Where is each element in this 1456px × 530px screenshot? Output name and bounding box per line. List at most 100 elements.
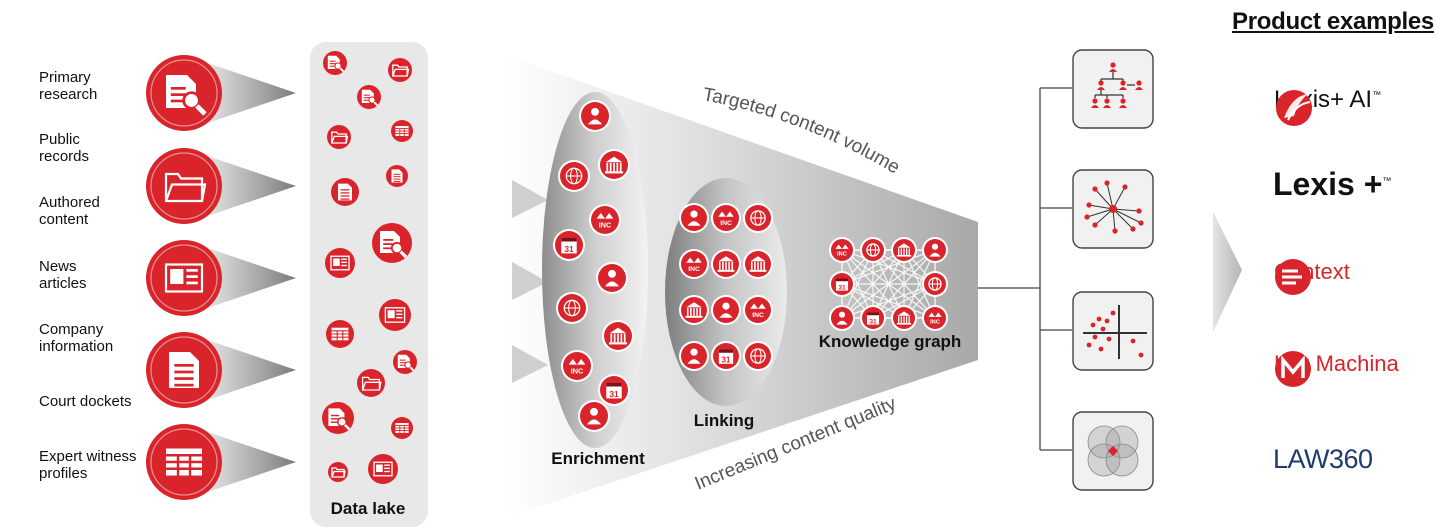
linking-person-icon: [679, 203, 709, 233]
knowledge-graph-bank-icon: [891, 237, 917, 263]
label-line: information: [39, 338, 114, 355]
svg-text:INC: INC: [571, 366, 584, 375]
linking-person-icon: [711, 295, 741, 325]
svg-text:31: 31: [564, 244, 574, 254]
svg-text:INC: INC: [599, 220, 612, 229]
enrichment-inc-icon: INC: [589, 204, 621, 236]
knowledge-graph-inc-icon: INC: [922, 305, 948, 331]
svg-text:INC: INC: [837, 252, 847, 258]
label-line: articles: [39, 275, 87, 292]
linking-bank-icon: [679, 295, 709, 325]
data-lake-news-icon: [325, 248, 355, 278]
data-lake-docmag-icon: [323, 51, 347, 75]
data-lake-docmag-icon: [372, 223, 412, 263]
svg-text:31: 31: [838, 285, 846, 292]
data-lake-label: Data lake: [331, 499, 406, 518]
enrichment-inc-icon: INC: [561, 350, 593, 382]
product-name: Lexis +: [1273, 166, 1383, 202]
enrichment-bank-icon: [598, 149, 630, 181]
data-lake-docmag-icon: [357, 85, 381, 109]
enrichment-person-icon: [579, 100, 611, 132]
context-logo-icon: [1275, 259, 1311, 295]
knowledge-graph-globe-icon: [860, 237, 886, 263]
source-label-court-dockets: Court dockets: [39, 393, 149, 410]
knowledge-graph-inc-icon: INC: [829, 237, 855, 263]
trademark-mark: ™: [1382, 175, 1392, 186]
company-information-doc-icon: [146, 332, 222, 408]
data-lake-table-icon: [326, 320, 354, 348]
network-graph-icon[interactable]: [1072, 169, 1154, 249]
label-line: research: [39, 86, 98, 103]
label-line: Expert witness: [39, 448, 137, 465]
data-lake-folder-icon: [388, 58, 412, 82]
data-lake-table-icon: [391, 120, 413, 142]
product-context[interactable]: Context: [1274, 258, 1350, 295]
source-label-expert-witness-profiles: Expert witness profiles: [39, 448, 149, 482]
product-lexis-ai[interactable]: Lexis+ AI™: [1274, 86, 1381, 126]
knowledge-graph-person-icon: [829, 305, 855, 331]
news-articles-icon: [146, 240, 222, 316]
lex-machina-logo-icon: [1275, 351, 1311, 387]
svg-text:INC: INC: [930, 320, 940, 326]
knowledge-graph-cal-icon: 31: [829, 271, 855, 297]
product-lex-machina[interactable]: Lex Machina: [1274, 350, 1399, 387]
svg-text:INC: INC: [752, 312, 764, 319]
entry-chevron: [512, 180, 548, 218]
data-lake-news-icon: [368, 454, 398, 484]
output-connector: [978, 87, 1072, 451]
label-line: News: [39, 258, 77, 275]
knowledge-graph-cal-icon: 31: [860, 305, 886, 331]
lexis-logo-icon: [1276, 90, 1312, 126]
product-name: LAW360: [1273, 444, 1373, 474]
enrichment-cal-icon: 31: [598, 374, 630, 406]
label-line: Public: [39, 131, 80, 148]
source-label-company-information: Company information: [39, 321, 149, 355]
data-lake-folder-icon: [327, 125, 351, 149]
org-chart-icon[interactable]: [1072, 49, 1154, 129]
data-lake-folder-icon: [328, 462, 348, 482]
enrichment-bank-icon: [602, 320, 634, 352]
product-lexis-plus[interactable]: Lexis +™: [1273, 166, 1391, 203]
linking-inc-icon: INC: [711, 203, 741, 233]
enrichment-globe-icon: [558, 160, 590, 192]
label-line: content: [39, 211, 89, 228]
entry-chevron: [512, 262, 548, 300]
primary-research-icon: [146, 55, 222, 131]
data-lake-table-icon: [391, 417, 413, 439]
knowledge-graph-label: Knowledge graph: [819, 332, 962, 351]
data-lake-doc-icon: [331, 178, 359, 206]
linking-bank-icon: [711, 249, 741, 279]
data-lake-panel: [310, 42, 428, 527]
data-lake-docmag-icon: [322, 402, 354, 434]
label-line: records: [39, 148, 90, 165]
source-label-public-records: Public records: [39, 131, 149, 165]
venn-diagram-icon[interactable]: [1072, 411, 1154, 491]
entry-chevron: [512, 345, 548, 383]
svg-text:31: 31: [869, 319, 877, 326]
enrichment-label: Enrichment: [551, 449, 645, 468]
products-title: Product examples: [1232, 8, 1434, 35]
knowledge-graph-bank-icon: [891, 305, 917, 331]
label-line: Primary: [39, 69, 91, 86]
linking-globe-icon: [743, 203, 773, 233]
product-law360[interactable]: LAW360: [1273, 444, 1373, 475]
linking-globe-icon: [743, 341, 773, 371]
scatter-plot-icon[interactable]: [1072, 291, 1154, 371]
enrichment-oval: [542, 92, 648, 448]
enrichment-cal-icon: 31: [553, 229, 585, 261]
enrichment-person-icon: [596, 262, 628, 294]
linking-cal-icon: 31: [711, 341, 741, 371]
output-boxes: [1072, 49, 1154, 491]
data-lake-folder-icon: [357, 369, 385, 397]
products-chevron: [1213, 212, 1242, 332]
data-lake-doc-icon: [386, 165, 408, 187]
linking-inc-icon: INC: [743, 295, 773, 325]
knowledge-graph-person-icon: [922, 237, 948, 263]
source-label-authored-content: Authored content: [39, 194, 149, 228]
public-records-folder-icon: [146, 148, 222, 224]
knowledge-graph-globe-icon: [922, 271, 948, 297]
svg-text:INC: INC: [720, 220, 732, 227]
